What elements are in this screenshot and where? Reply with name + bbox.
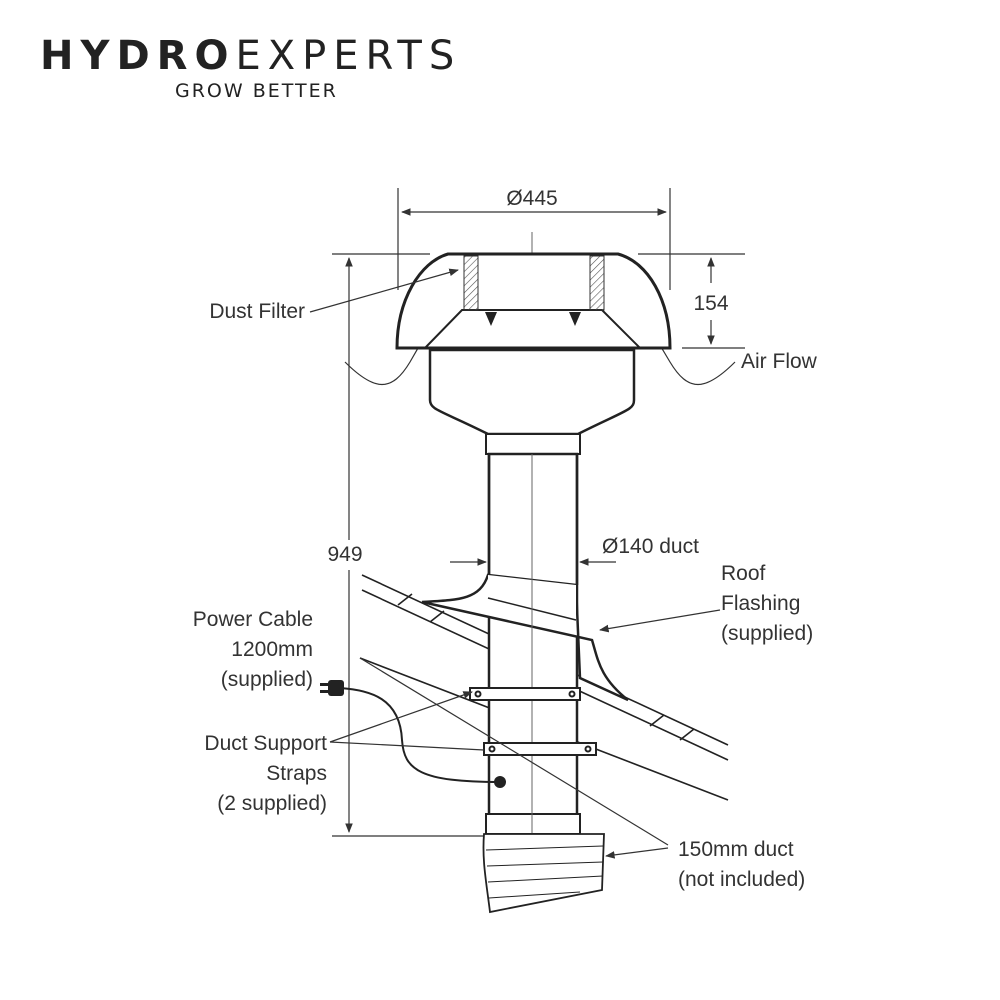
roof-flashing xyxy=(421,573,629,702)
duct-support-strap-upper xyxy=(469,687,581,701)
brand-tagline: GROW BETTER xyxy=(175,80,338,102)
duct-150-label-2: (not included) xyxy=(678,868,805,891)
power-plug-icon xyxy=(320,680,344,696)
power-cable xyxy=(339,687,501,783)
duct xyxy=(487,452,579,830)
power-cable-label-1: Power Cable xyxy=(193,608,313,631)
brand-logo: HYDROEXPERTS GROW BETTER xyxy=(40,34,490,102)
leader-lines xyxy=(309,268,721,859)
total-height-label: 949 xyxy=(327,543,362,566)
roof-flashing-label-2: Flashing xyxy=(721,592,800,615)
hood-inner xyxy=(424,309,641,349)
flexible-duct-150mm xyxy=(482,833,605,914)
duct-straps-label-1: Duct Support xyxy=(204,732,327,755)
duct-support-strap-lower xyxy=(483,742,597,756)
duct-straps-label-2: Straps xyxy=(266,762,327,785)
duct-150-label-1: 150mm duct xyxy=(678,838,794,861)
duct-diameter-label: Ø140 duct xyxy=(602,535,699,558)
dust-filter-label: Dust Filter xyxy=(209,300,305,323)
air-flow-arrow-right xyxy=(569,312,581,326)
power-cable-label-3: (supplied) xyxy=(221,668,313,691)
motor-housing xyxy=(428,348,636,436)
power-cable-label-2: 1200mm xyxy=(231,638,313,661)
air-flow-arrow-left xyxy=(485,312,497,326)
top-diameter-dimension xyxy=(397,188,671,290)
duct-straps-label-3: (2 supplied) xyxy=(217,792,327,815)
dust-filter-right xyxy=(589,255,605,311)
duct-collar xyxy=(485,433,581,455)
hood-height-label: 154 xyxy=(693,292,728,315)
roof-flashing-label-3: (supplied) xyxy=(721,622,813,645)
air-flow-label: Air Flow xyxy=(741,350,818,373)
brand-name-light: EXPERTS xyxy=(235,33,462,79)
cable-entry-point xyxy=(494,776,506,788)
brand-name-bold: HYDRO xyxy=(40,33,236,79)
brand-name: HYDROEXPERTS xyxy=(40,34,490,78)
total-height-dimension xyxy=(332,253,490,837)
dust-filter-left xyxy=(463,255,479,311)
duct-bottom-collar xyxy=(485,813,581,835)
roof-flashing-label-1: Roof xyxy=(721,562,766,585)
hood-height-dimension xyxy=(638,253,745,349)
top-diameter-label: Ø445 xyxy=(506,187,557,210)
